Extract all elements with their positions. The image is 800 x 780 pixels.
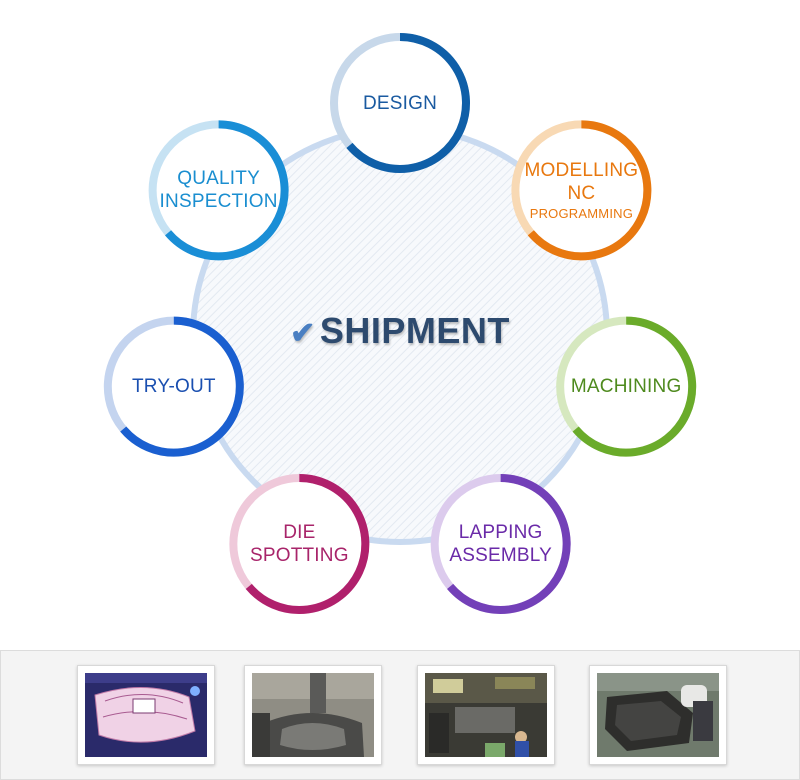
stage-arc-design: [346, 33, 470, 173]
stage-text-quality-inspection-0: QUALITY: [177, 168, 260, 190]
checkmark-icon: ✔: [290, 317, 316, 350]
machining-photo: [252, 673, 374, 757]
shipment-label: SHIPMENT: [319, 310, 510, 351]
photo-frame-4: [589, 665, 727, 765]
stage-arc-lapping-assembly: [447, 474, 571, 614]
stage-text-try-out-0: TRY-OUT: [131, 376, 216, 398]
design-cad-photo: [85, 673, 207, 757]
stage-text-modelling-nc-1: NC: [567, 182, 596, 204]
photo-frame-2: [244, 665, 382, 765]
stage-text-quality-inspection-1: INSPECTION: [159, 191, 278, 213]
stage-label-design: DESIGN: [320, 92, 480, 115]
stage-text-lapping-assembly-1: ASSEMBLY: [449, 545, 552, 567]
photo-frame-3: [417, 665, 555, 765]
stage-text-design-0: DESIGN: [362, 92, 438, 114]
stage-text-lapping-assembly-0: LAPPING: [458, 522, 543, 544]
stage-arc-quality-inspection: [164, 120, 289, 261]
stage-text-machining-0: MACHINING: [570, 376, 682, 398]
stage-subtext-modelling-nc: PROGRAMMING: [529, 205, 634, 221]
stage-arc-try-out: [120, 316, 244, 457]
assembly-workshop-photo: [425, 673, 547, 757]
shipment-center-label: ✔SHIPMENT: [0, 310, 800, 352]
stage-label-machining: MACHINING: [546, 375, 706, 398]
photo-frame-1: [77, 665, 215, 765]
stage-arc-machining: [572, 316, 697, 457]
photo-strip: [0, 650, 800, 780]
stage-arc-modelling-nc: [527, 120, 652, 261]
stage-arc-die-spotting: [245, 474, 370, 614]
stage-text-die-spotting-1: SPOTTING: [249, 545, 349, 567]
die-spotting-photo: [597, 673, 719, 757]
stage-label-try-out: TRY-OUT: [94, 375, 254, 398]
process-cycle-diagram: [103, 33, 697, 615]
stage-text-die-spotting-0: DIE: [283, 522, 316, 544]
stage-text-modelling-nc-0: MODELLING: [524, 159, 639, 181]
